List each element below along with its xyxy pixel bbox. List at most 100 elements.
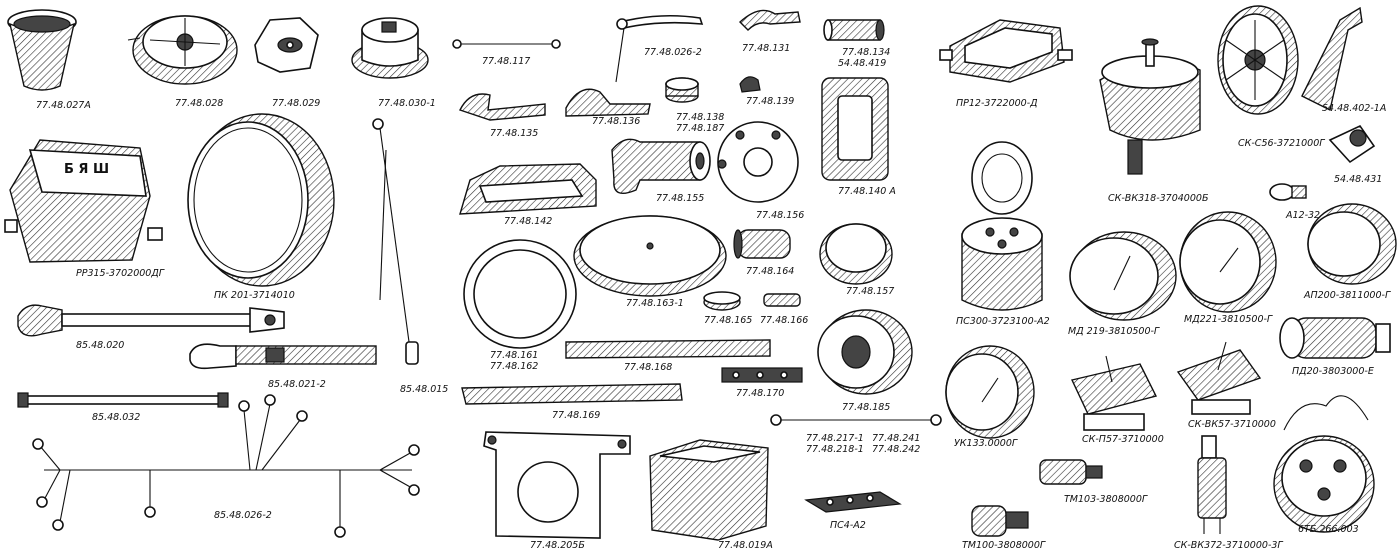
label-pr12: ПР12-3722000-Д [956,98,1038,109]
label-77-48-218-1: 77.48.218-1 [806,444,864,455]
label-54-48-419: 54.48.419 [838,58,887,69]
part-77-48-163-1 [573,215,727,297]
label-sk-vk372: СК-ВК372-3710000-3Г [1174,540,1283,551]
label-rr315: РР315-3702000ДГ [76,268,165,279]
part-77-48-165 [703,291,741,311]
label-77-48-136: 77.48.136 [592,116,641,127]
part-77-48-156 [717,121,799,203]
part-ps4-a2 [804,491,902,513]
label-77-48-155: 77.48.155 [656,193,705,204]
label-77-48-241: 77.48.241 [872,433,921,444]
label-77-48-217-1: 77.48.217-1 [806,433,864,444]
label-85-48-020: 85.48.020 [76,340,125,351]
label-77-48-142: 77.48.142 [504,216,553,227]
label-77-48-187: 77.48.187 [676,123,725,134]
label-uk133: УК133.0000Г [954,438,1018,449]
part-77-48-140a [821,77,889,181]
part-77-48-136 [565,88,651,117]
part-85-48-020 [17,304,285,337]
label-54-48-431: 54.48.431 [1334,174,1383,185]
label-77-48-117: 77.48.117 [482,56,531,67]
label-77-48-019a: 77.48.019А [718,540,773,551]
part-77-48-166 [763,293,801,307]
label-77-48-135: 77.48.135 [490,128,539,139]
part-77-48-185 [817,309,913,395]
label-77-48-026-2: 77.48.026-2 [644,47,702,58]
part-sk-p57 [1070,355,1158,431]
label-77-48-138: 77.48.138 [676,112,725,123]
label-tm100: ТМ100-3808000Г [962,540,1046,551]
label-sk-vk57: СК-ВК57-3710000 [1188,419,1276,430]
label-77-48-139: 77.48.139 [746,96,795,107]
label-77-48-161: 77.48.161 [490,350,539,361]
label-77-48-162: 77.48.162 [490,361,539,372]
label-pk201: ПК 201-3714010 [214,290,295,301]
label-md221: МД221-3810500-Г [1184,314,1273,325]
part-54-48-431 [1328,124,1376,164]
part-77-48-026-2 [615,14,704,83]
part-tm100 [971,505,1029,537]
label-85-48-021-2: 85.48.021-2 [268,379,326,390]
part-77-48-157 [819,223,893,285]
part-77-48-142 [459,163,597,215]
part-pd20 [1279,317,1391,359]
label-pd20: ПД20-3803000-Е [1292,366,1374,377]
part-77-48-131 [738,9,801,31]
part-77-48-029 [254,17,319,73]
label-77-48-170: 77.48.170 [736,388,785,399]
part-77-48-019a [649,439,769,541]
label-77-48-163-1: 77.48.163-1 [626,298,684,309]
part-77-48-138 [665,77,699,103]
part-a12-32 [1269,183,1307,201]
part-77-48-139 [739,76,761,93]
part-ap200 [1307,203,1397,285]
part-pk201 [187,113,335,287]
part-77-48-161 [463,239,577,349]
label-85-48-026-2: 85.48.026-2 [214,510,272,521]
part-77-48-168 [565,339,771,359]
label-sk-s56: СК-С56-3721000Г [1238,138,1325,149]
part-uk133 [945,345,1035,439]
part-77-48-134 [823,19,885,41]
part-rr315 [4,139,163,263]
part-77-48-030-1 [351,17,429,79]
part-85-48-021-2 [189,343,377,370]
part-77-48-205b [483,431,631,539]
label-77-48-165: 77.48.165 [704,315,753,326]
label-77-48-131: 77.48.131 [742,43,791,54]
label-6tb: 6ТБ.266.003 [1298,524,1359,535]
label-77-48-030-1: 77.48.030-1 [378,98,436,109]
part-77-48-169 [461,383,683,405]
label-sk-p57: СК-П57-3710000 [1082,434,1164,445]
part-sk-vk318 [1099,38,1201,175]
part-pr12 [939,19,1073,83]
part-85-48-032 [17,392,229,408]
label-77-48-140a: 77.48.140 А [838,186,896,197]
label-85-48-015: 85.48.015 [400,384,449,395]
label-77-48-134: 77.48.134 [842,47,891,58]
part-77-48-027a [7,9,77,91]
label-ap200: АП200-3811000-Г [1304,290,1391,301]
label-85-48-032: 85.48.032 [92,412,141,423]
label-77-48-242: 77.48.242 [872,444,921,455]
label-54-48-402-1a: 54.48.402-1А [1322,103,1387,114]
label-77-48-028: 77.48.028 [175,98,224,109]
part-sk-vk372 [1197,435,1227,534]
part-sk-s56 [1217,5,1299,115]
label-md219: МД 219-3810500-Г [1068,326,1160,337]
label-sk-vk318: СК-ВК318-3704000Б [1108,193,1209,204]
label-77-48-205b: 77.48.205Б [530,540,585,551]
label-ps4-a2: ПС4-А2 [830,520,866,531]
part-6tb-266-003 [1273,395,1375,533]
label-77-48-168: 77.48.168 [624,362,673,373]
part-77-48-170 [721,367,803,383]
part-85-48-015 [372,118,419,365]
label-77-48-029: 77.48.029 [272,98,321,109]
label-tm103: ТМ103-3808000Г [1064,494,1148,505]
label-77-48-157: 77.48.157 [846,286,895,297]
part-77-48-028 [127,15,238,85]
part-77-48-217-1 [770,414,942,426]
part-77-48-135 [459,93,546,121]
